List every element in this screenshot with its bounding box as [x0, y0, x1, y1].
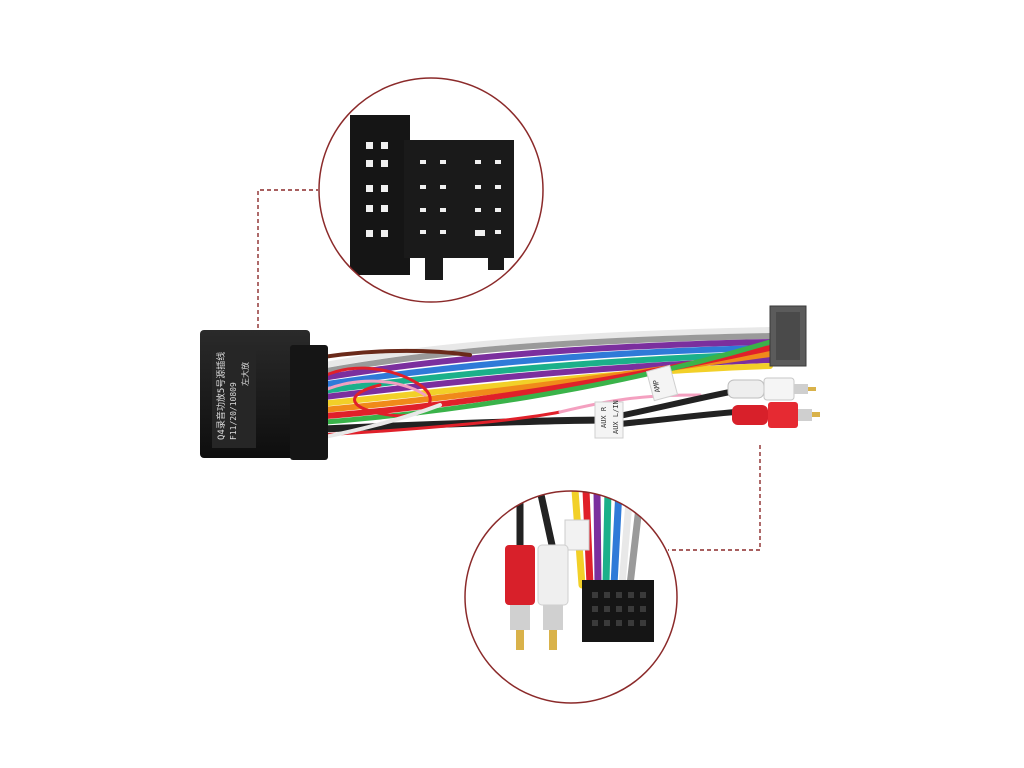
connector-label-line-2: F11/20/10809	[229, 382, 238, 440]
right-pin-connector	[769, 305, 807, 367]
left-harness-connector	[200, 330, 328, 460]
iso-connector-icon	[350, 115, 514, 280]
zoom-callout-iso-connector	[318, 77, 544, 303]
connector-label-line-3: 左大放	[240, 362, 250, 386]
rca-plug-white	[727, 377, 816, 401]
callout-lines	[257, 189, 761, 551]
wire-tags	[594, 364, 679, 439]
wire-bundle	[296, 327, 773, 438]
aux-tag-text-1: AUX R	[600, 406, 608, 428]
rca-plug-red	[732, 402, 820, 428]
connector-label-line-1: Q4录音功放5号源插线	[215, 352, 227, 440]
amp-tag-text: AMP	[652, 379, 662, 393]
aux-tag-text-2: AUX L/IN	[612, 400, 620, 434]
zoom-callout-rca-plugs	[464, 490, 678, 704]
